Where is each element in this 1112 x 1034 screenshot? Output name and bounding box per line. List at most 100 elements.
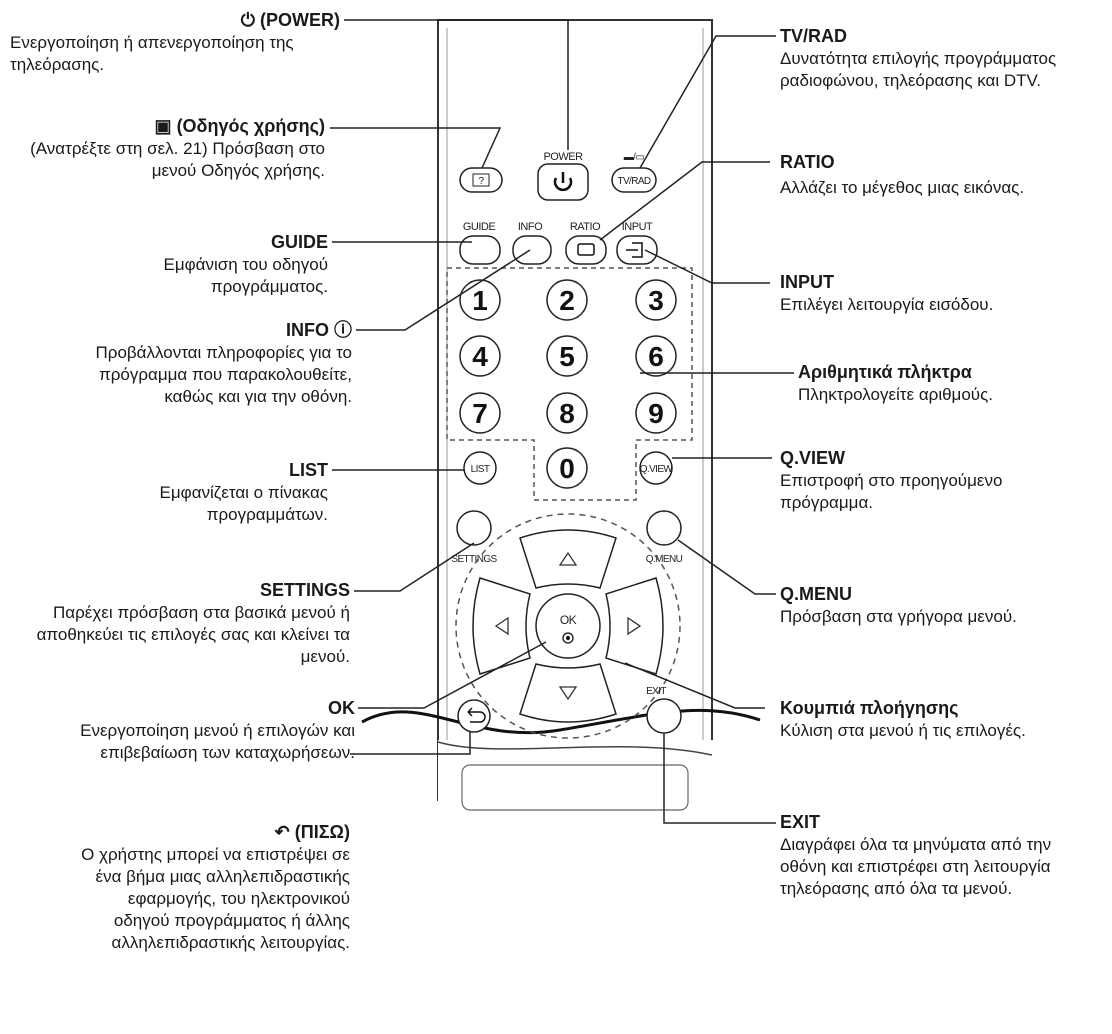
- digit-0: 0: [559, 453, 575, 484]
- list-button[interactable]: [463, 451, 497, 485]
- tvrad-desc: Δυνατότητα επιλογής προγράμματος ραδιοφώ…: [780, 49, 1057, 90]
- power-label: POWER: [543, 151, 583, 163]
- digit-3-button[interactable]: [635, 279, 677, 321]
- annotation-tvrad: TV/RAD Δυνατότητα επιλογής προγράμματος …: [780, 24, 1100, 92]
- digit-1: 1: [472, 285, 488, 316]
- guide-label: GUIDE: [463, 221, 496, 233]
- digit-7-button[interactable]: [459, 392, 501, 434]
- exit-label: EXIT: [646, 686, 666, 697]
- power-desc: Ενεργοποίηση ή απενεργοποίηση της τηλεόρ…: [10, 33, 294, 74]
- nav-right-button[interactable]: [605, 577, 664, 675]
- exit-title: EXIT: [780, 812, 821, 832]
- svg-text:?: ?: [479, 176, 485, 187]
- numbers-title: Αριθμητικά πλήκτρα: [798, 362, 972, 382]
- annotation-numbers: Αριθμητικά πλήκτρα Πληκτρολογείτε αριθμο…: [798, 360, 1098, 406]
- nav-outline: [455, 513, 681, 739]
- settings-button[interactable]: [456, 510, 492, 546]
- qmenu-desc: Πρόσβαση στα γρήγορα μενού.: [780, 607, 1017, 626]
- info-label: INFO: [518, 221, 543, 233]
- digit-8-button[interactable]: [546, 392, 588, 434]
- back-icon: ↶: [274, 822, 295, 842]
- qmenu-button[interactable]: [646, 510, 682, 546]
- annotation-nav: Κουμπιά πλοήγησης Κύλιση στα μενού ή τις…: [780, 696, 1030, 742]
- ratio-icon: [577, 243, 595, 256]
- annotation-power: ⏻ (POWER) Ενεργοποίηση ή απενεργοποίηση …: [10, 8, 340, 76]
- input-title: INPUT: [780, 272, 834, 292]
- guide-button[interactable]: [459, 235, 501, 265]
- ratio-button[interactable]: [565, 235, 607, 265]
- power-title: (POWER): [260, 10, 340, 30]
- qmenu-label: Q.MENU: [646, 554, 683, 565]
- annotation-ok: OK Ενεργοποίηση μενού ή επιλογών και επι…: [10, 696, 355, 764]
- power-icon: ⏻: [240, 10, 260, 30]
- nav-desc: Κύλιση στα μενού ή τις επιλογές.: [780, 721, 1026, 740]
- guide-title: GUIDE: [270, 232, 328, 252]
- nav-up-button[interactable]: [519, 529, 617, 589]
- digit-0-button[interactable]: [546, 447, 588, 489]
- annotation-exit: EXIT Διαγράφει όλα τα μηνύματα από την ο…: [780, 810, 1100, 900]
- annotation-list: LIST Εμφανίζεται ο πίνακας προγραμμάτων.: [10, 458, 328, 526]
- number-pad-outline: [446, 267, 693, 501]
- digit-5: 5: [559, 341, 575, 372]
- up-arrow-icon: [558, 551, 578, 566]
- down-arrow-icon: [558, 686, 578, 701]
- tvrad-icon: ▬/▭: [624, 152, 645, 163]
- info-title: INFO ⓘ: [286, 320, 352, 340]
- ok-desc: Ενεργοποίηση μενού ή επιλογών και επιβεβ…: [80, 721, 355, 762]
- digit-4: 4: [472, 341, 488, 372]
- back-button[interactable]: [457, 699, 491, 733]
- list-desc: Εμφανίζεται ο πίνακας προγραμμάτων.: [159, 483, 328, 524]
- digit-6-button[interactable]: [635, 335, 677, 377]
- digit-6: 6: [648, 341, 664, 372]
- info-desc: Προβάλλονται πληροφορίες για το πρόγραμμ…: [95, 343, 353, 406]
- right-arrow-icon: [627, 616, 642, 636]
- info-button[interactable]: [512, 235, 552, 265]
- annotation-guide: GUIDE Εμφάνιση του οδηγού προγράμματος.: [10, 230, 328, 298]
- annotation-qview: Q.VIEW Επιστροφή στο προηγούμενο πρόγραμ…: [780, 446, 1100, 514]
- annotation-settings: SETTINGS Παρέχει πρόσβαση στα βασικά μεν…: [10, 578, 350, 668]
- annotation-ratio: RATIO Αλλάζει το μέγεθος μιας εικόνας.: [780, 150, 1030, 202]
- settings-title: SETTINGS: [259, 580, 350, 600]
- ok-button[interactable]: [535, 593, 601, 659]
- digit-9-button[interactable]: [635, 392, 677, 434]
- number-buttons: 1 2 3 4 5 6 7 8 9 0: [459, 279, 677, 489]
- annotation-back: ↶ (ΠΙΣΩ) Ο χρήστης μπορεί να επιστρέψει …: [10, 820, 350, 954]
- tvrad-label: TV/RAD: [617, 176, 650, 187]
- digit-1-button[interactable]: [459, 279, 501, 321]
- user-guide-button[interactable]: [459, 167, 503, 193]
- qview-desc: Επιστροφή στο προηγούμενο πρόγραμμα.: [780, 471, 1003, 512]
- digit-2-button[interactable]: [546, 279, 588, 321]
- back-title: (ΠΙΣΩ): [294, 822, 350, 842]
- numbers-desc: Πληκτρολογείτε αριθμούς.: [798, 385, 994, 404]
- qview-label: Q.VIEW: [640, 464, 674, 475]
- qview-button[interactable]: [639, 451, 673, 485]
- back-desc: Ο χρήστης μπορεί να επιστρέψει σε ένα βή…: [81, 845, 350, 952]
- nav-down-button[interactable]: [519, 663, 617, 723]
- input-icon: [626, 242, 643, 258]
- digit-2: 2: [559, 285, 575, 316]
- input-desc: Επιλέγει λειτουργία εισόδου.: [780, 295, 994, 314]
- digit-4-button[interactable]: [459, 335, 501, 377]
- qmenu-title: Q.MENU: [780, 584, 852, 604]
- annotation-user-guide: ▣ (Οδηγός χρήσης) (Ανατρέξτε στη σελ. 21…: [10, 114, 325, 182]
- list-label: LIST: [471, 464, 490, 475]
- tvrad-button[interactable]: [611, 167, 657, 193]
- digit-8: 8: [559, 398, 575, 429]
- leader-lines: [330, 19, 794, 824]
- digit-5-button[interactable]: [546, 335, 588, 377]
- guide-desc: Εμφάνιση του οδηγού προγράμματος.: [163, 255, 328, 296]
- annotation-qmenu: Q.MENU Πρόσβαση στα γρήγορα μενού.: [780, 582, 1100, 628]
- ratio-desc: Αλλάζει το μέγεθος μιας εικόνας.: [780, 178, 1025, 197]
- nav-left-button[interactable]: [472, 577, 531, 675]
- tvrad-title: TV/RAD: [780, 26, 847, 46]
- ratio-label: RATIO: [570, 221, 601, 233]
- ok-title: OK: [328, 698, 355, 718]
- settings-desc: Παρέχει πρόσβαση στα βασικά μενού ή αποθ…: [36, 603, 350, 666]
- user-guide-icon: ▣: [154, 116, 177, 136]
- exit-button[interactable]: [646, 698, 682, 734]
- user-guide-title: (Οδηγός χρήσης): [176, 116, 325, 136]
- nav-title: Κουμπιά πλοήγησης: [780, 698, 959, 718]
- input-label: INPUT: [622, 221, 653, 233]
